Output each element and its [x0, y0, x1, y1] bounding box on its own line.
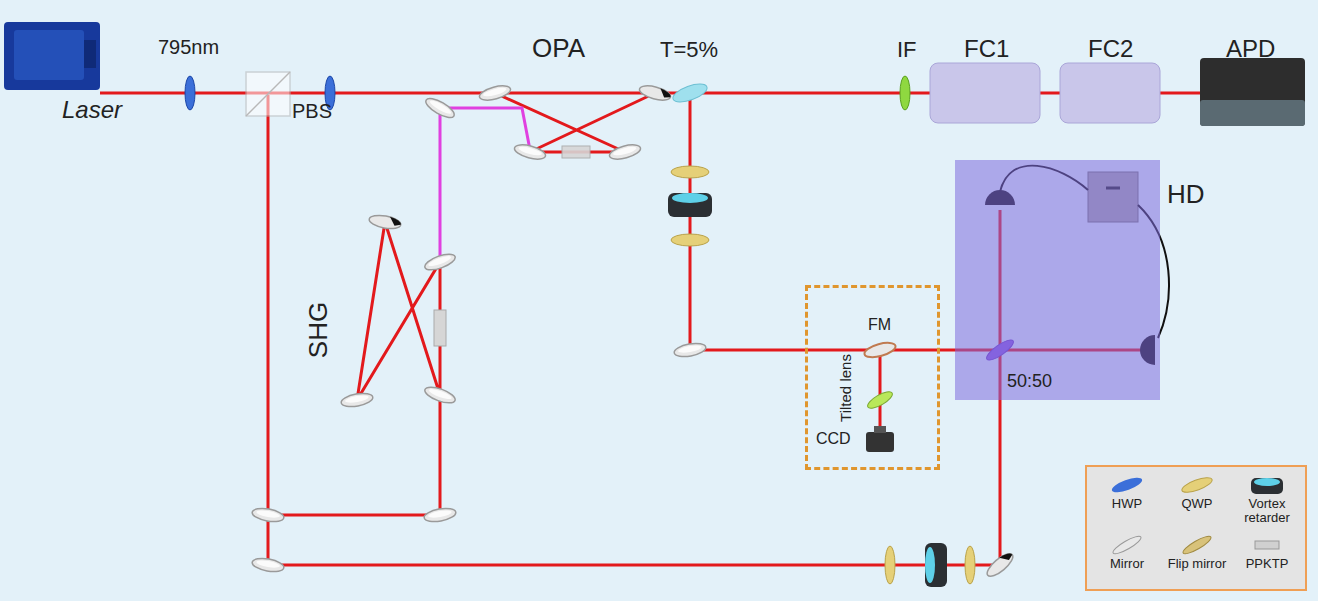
optic-part [925, 543, 947, 587]
optic-part [268, 395, 440, 515]
optic-part [440, 108, 530, 262]
optic-part [268, 95, 1000, 565]
optic-part [900, 76, 910, 110]
legend-shape [1111, 534, 1143, 557]
optic-part [925, 547, 935, 583]
legend-text: Mirror [1091, 557, 1163, 571]
optic-part [340, 391, 374, 408]
optic-part [84, 40, 96, 68]
optic-part [513, 142, 547, 162]
optic-part [671, 234, 709, 246]
optic-part [866, 432, 894, 452]
optic-part [930, 63, 1040, 123]
legend-shape [1255, 541, 1279, 549]
legend-text: Flip mirror [1161, 557, 1233, 571]
optic-part [1200, 58, 1305, 126]
optic-part [423, 384, 457, 406]
optic-part [638, 83, 672, 103]
part-label: SHG [304, 302, 333, 358]
part-label: Laser [62, 97, 122, 123]
part-label: IF [897, 38, 917, 62]
optic-part [885, 546, 895, 584]
part-label: PBS [292, 100, 332, 122]
legend-sample [1175, 533, 1219, 557]
legend-item: Mirror [1091, 533, 1163, 571]
optic-part [608, 142, 642, 162]
optic-part [1060, 63, 1160, 123]
legend-text: HWP [1091, 497, 1163, 511]
legend-shape [1254, 478, 1280, 486]
legend-shape [1110, 475, 1143, 495]
optic-part [495, 93, 655, 152]
part-label: APD [1226, 36, 1275, 62]
optic-part [671, 166, 709, 178]
optic-part [668, 193, 712, 217]
legend-sample [1105, 533, 1149, 557]
optic-part [185, 76, 195, 110]
optic-part [863, 340, 897, 360]
part-label: OPA [532, 34, 585, 63]
legend-text: QWP [1161, 497, 1233, 511]
optic-part [368, 213, 402, 230]
component-label: HD [1167, 180, 1205, 209]
legend-text: Vortex retarder [1231, 497, 1303, 526]
legend-shape [1180, 475, 1213, 495]
component-label: 50:50 [1007, 372, 1052, 392]
optic-part [14, 30, 84, 80]
optic-part [251, 556, 285, 573]
optic-part [357, 222, 440, 400]
detector-panel: HD50:50 [955, 160, 1160, 400]
optic-part [562, 146, 590, 158]
optic-part [865, 389, 894, 412]
optic-part [434, 310, 446, 346]
component-label: FM [868, 316, 891, 334]
optic-part [478, 83, 512, 103]
legend-item: QWP [1161, 473, 1233, 511]
optic-part [965, 546, 975, 584]
imaging-box: FM Tilted lensCCD [805, 285, 940, 470]
optic-part [4, 22, 100, 90]
optic-part [246, 72, 290, 116]
part-label: FC1 [964, 36, 1009, 62]
optic-part [671, 80, 710, 105]
legend-item: HWP [1091, 473, 1163, 511]
legend-sample [1245, 473, 1289, 497]
legend-sample [1105, 473, 1149, 497]
optic-part [246, 72, 290, 116]
legend-box: HWPQWPVortex retarderMirrorFlip mirrorPP… [1085, 465, 1307, 591]
legend-shape [1181, 534, 1213, 557]
legend-shape [1251, 478, 1283, 494]
part-label: 795nm [158, 36, 219, 58]
component-label: CCD [816, 430, 851, 448]
component-label: Tilted lens [838, 354, 855, 422]
optic-part [423, 251, 457, 273]
optic-part [879, 350, 882, 432]
legend-item: Vortex retarder [1231, 473, 1303, 526]
optic-part [423, 506, 457, 523]
optic-part [690, 93, 1000, 350]
optic-part [874, 426, 886, 433]
optic-part [984, 550, 1016, 580]
legend-item: Flip mirror [1161, 533, 1233, 571]
optic-part [100, 93, 1200, 565]
legend-text: PPKTP [1231, 557, 1303, 571]
part-label: FC2 [1088, 36, 1133, 62]
optic-part [672, 193, 708, 203]
optic-part [423, 95, 457, 121]
legend-sample [1245, 533, 1289, 557]
optic-part [251, 506, 285, 523]
legend-item: PPKTP [1231, 533, 1303, 571]
legend-sample [1175, 473, 1219, 497]
part-label: T=5% [660, 38, 718, 62]
optic-part [1200, 100, 1305, 126]
optic-part [673, 341, 707, 358]
